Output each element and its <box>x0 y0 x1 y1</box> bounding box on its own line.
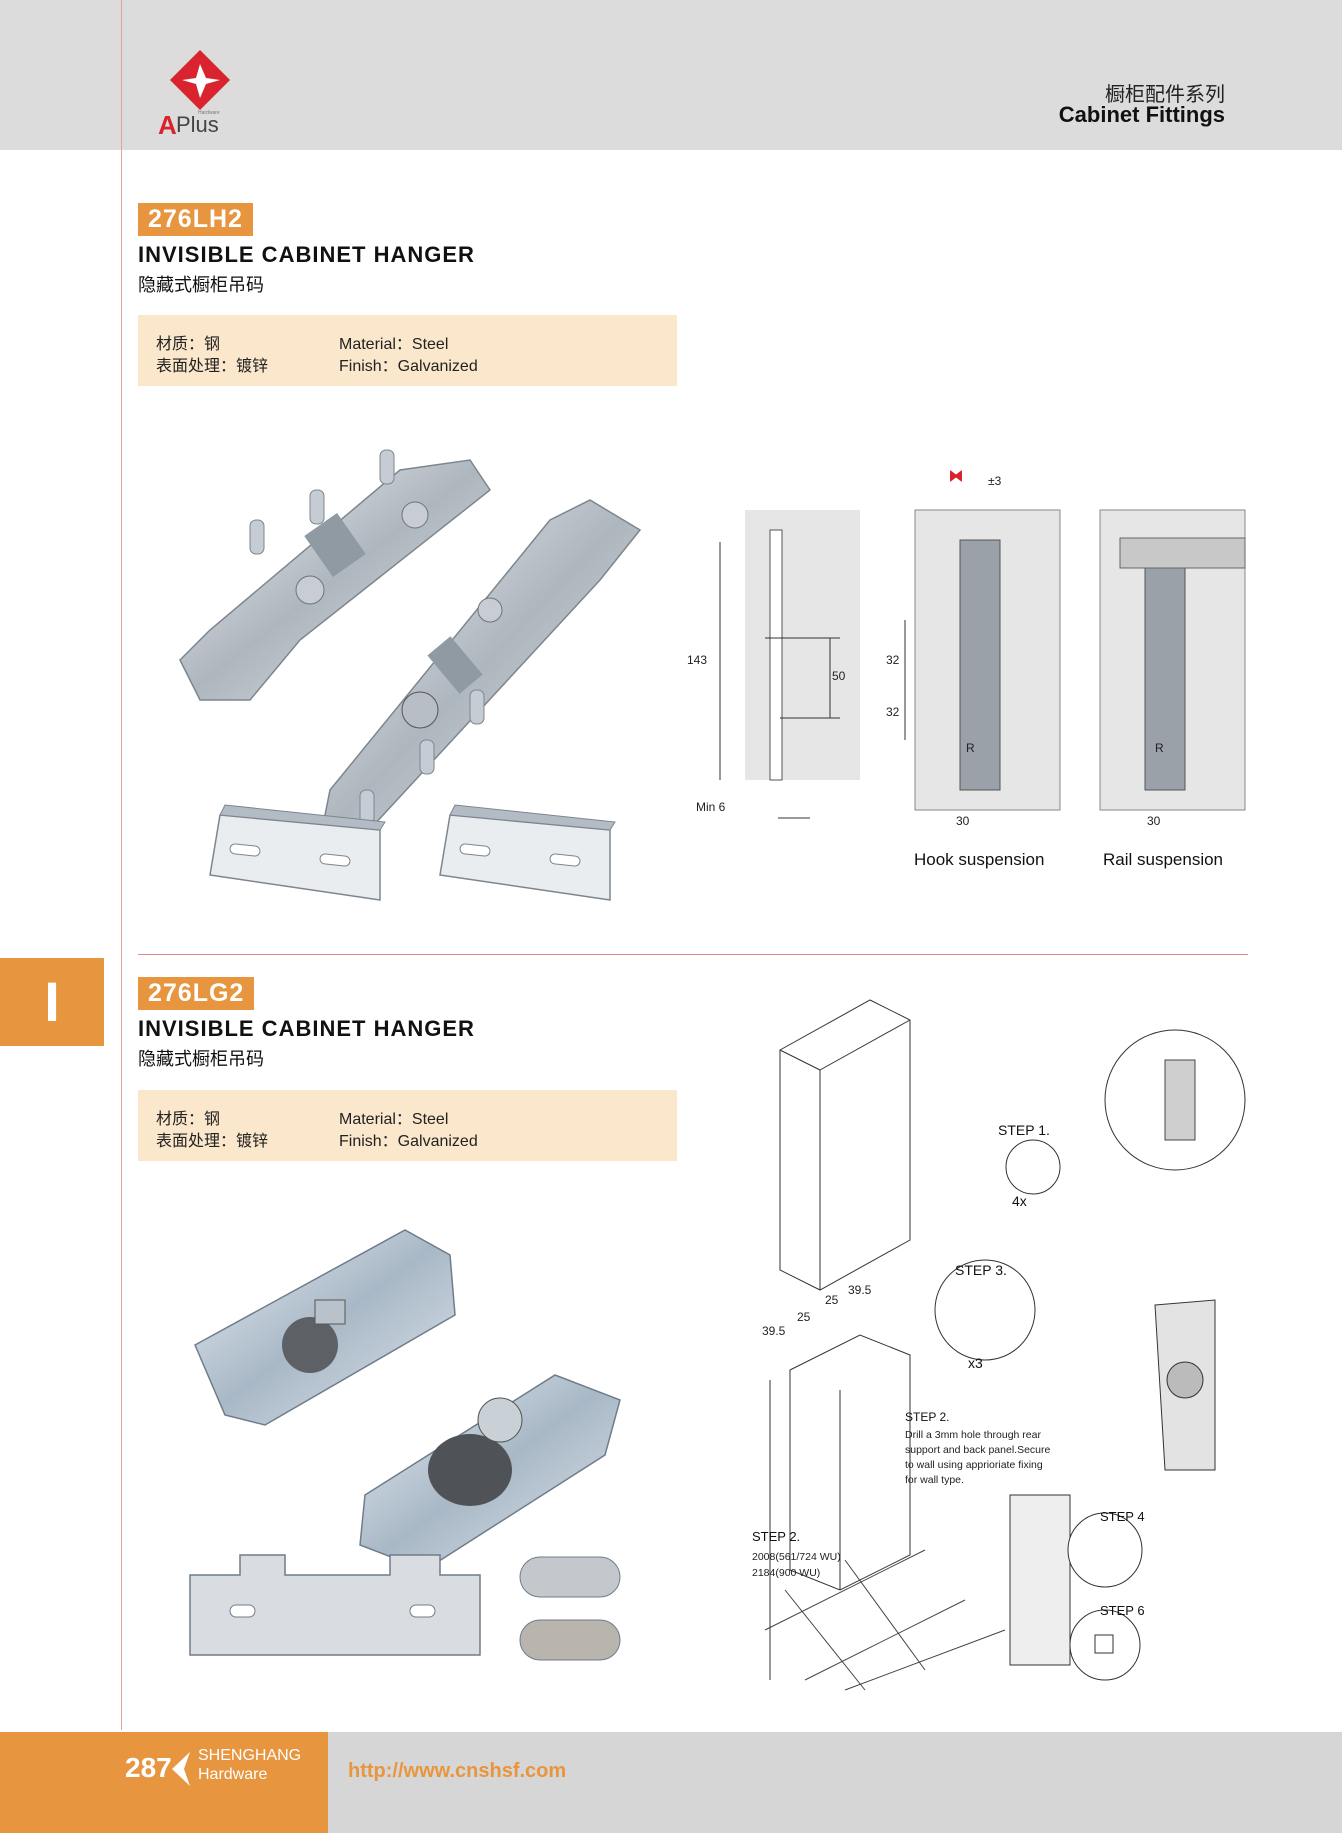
logo-text: Plus <box>176 112 219 137</box>
spec-material-en: Material：Steel <box>339 336 449 353</box>
spec-finish-cn: 表面处理：镀锌 <box>156 356 269 375</box>
product-photo-276lg2 <box>194 1229 621 1571</box>
dim-39-5-right: 39.5 <box>848 1283 872 1297</box>
dim-min6: Min 6 <box>696 800 726 814</box>
spec-finish-en: Finish：Galvanized <box>339 358 478 375</box>
logo-small-text: Hardware <box>198 110 220 116</box>
product-title-en: INVISIBLE CABINET HANGER <box>138 1016 475 1041</box>
mark-r-hook: R <box>966 741 975 755</box>
brand-line-2: Hardware <box>198 1766 268 1783</box>
chevron-left-icon <box>172 1752 190 1786</box>
margin-rule <box>121 0 122 1730</box>
dim-25-left: 25 <box>797 1310 811 1324</box>
label-step2-left: STEP 2. <box>752 1529 801 1544</box>
section-divider <box>138 954 1248 955</box>
label-qty-4x: 4x <box>1012 1193 1027 1209</box>
spec-material-cn: 材质：钢 <box>156 334 221 353</box>
spec-material-cn: 材质：钢 <box>156 1109 221 1128</box>
spec-material-en: Material：Steel <box>339 1111 449 1128</box>
spec-finish-cn: 表面处理：镀锌 <box>156 1131 269 1150</box>
dim-30-rail: 30 <box>1147 814 1161 828</box>
accessory-parts <box>189 1554 621 1661</box>
step2-text-3: to wall using apprioriate fixing <box>905 1459 1043 1471</box>
dim-32-lower: 32 <box>886 705 900 719</box>
dim-25-right: 25 <box>825 1293 839 1307</box>
page-number: 287 <box>125 1752 172 1783</box>
step2-text-1: Drill a 3mm hole through rear <box>905 1429 1041 1441</box>
dim-30-hook: 30 <box>956 814 970 828</box>
caption-hook-suspension: Hook suspension <box>914 850 1045 869</box>
logo-diamond-icon <box>170 50 230 110</box>
category-title-cn: 橱柜配件系列 <box>1105 82 1225 106</box>
height-spec-2: 2184(900 WU) <box>752 1567 821 1579</box>
installation-diagram-276lg2 <box>764 999 1246 1691</box>
label-step6: STEP 6 <box>1100 1603 1145 1618</box>
step2-text-4: for wall type. <box>905 1474 964 1486</box>
dim-143: 143 <box>687 653 708 667</box>
brand-logo: A Plus Hardware <box>158 50 238 140</box>
label-qty-x3: x3 <box>968 1355 983 1371</box>
spec-box: 材质：钢 表面处理：镀锌 Material：Steel Finish：Galva… <box>138 1090 677 1161</box>
label-step3: STEP 3. <box>955 1262 1007 1278</box>
step2-text-2: support and back panel.Secure <box>905 1444 1051 1456</box>
model-badge-276lh2: 276LH2 <box>138 203 253 236</box>
category-title-en: Cabinet Fittings <box>1058 102 1225 127</box>
dim-39-5-left: 39.5 <box>762 1324 786 1338</box>
product-title-cn: 隐藏式橱柜吊码 <box>138 1049 264 1070</box>
technical-diagram-276lh2 <box>719 470 1246 819</box>
logo-letter: A <box>158 110 177 140</box>
product-photo-276lh2 <box>179 449 642 841</box>
caption-rail-suspension: Rail suspension <box>1103 850 1224 869</box>
model-badge-276lg2: 276LG2 <box>138 977 255 1010</box>
hanger-plates <box>209 804 616 901</box>
height-spec-1: 2008(561/724 WU) <box>752 1551 841 1563</box>
label-step2: STEP 2. <box>905 1410 950 1424</box>
spec-finish-en: Finish：Galvanized <box>339 1133 478 1150</box>
product-title-en: INVISIBLE CABINET HANGER <box>138 242 475 267</box>
dim-tolerance: ±3 <box>988 474 1002 488</box>
brand-line-1: SHENGHANG <box>198 1747 302 1764</box>
product-title-cn: 隐藏式橱柜吊码 <box>138 275 264 296</box>
label-step4: STEP 4 <box>1100 1509 1145 1524</box>
spec-box: 材质：钢 表面处理：镀锌 Material：Steel Finish：Galva… <box>138 315 677 386</box>
footer-accent <box>0 1732 328 1833</box>
website-link[interactable]: http://www.cnshsf.com <box>348 1760 567 1782</box>
dim-32-upper: 32 <box>886 653 900 667</box>
mark-r-rail: R <box>1155 741 1164 755</box>
label-step1: STEP 1. <box>998 1122 1050 1138</box>
chapter-tab: I <box>0 958 104 1046</box>
dim-50: 50 <box>832 669 846 683</box>
